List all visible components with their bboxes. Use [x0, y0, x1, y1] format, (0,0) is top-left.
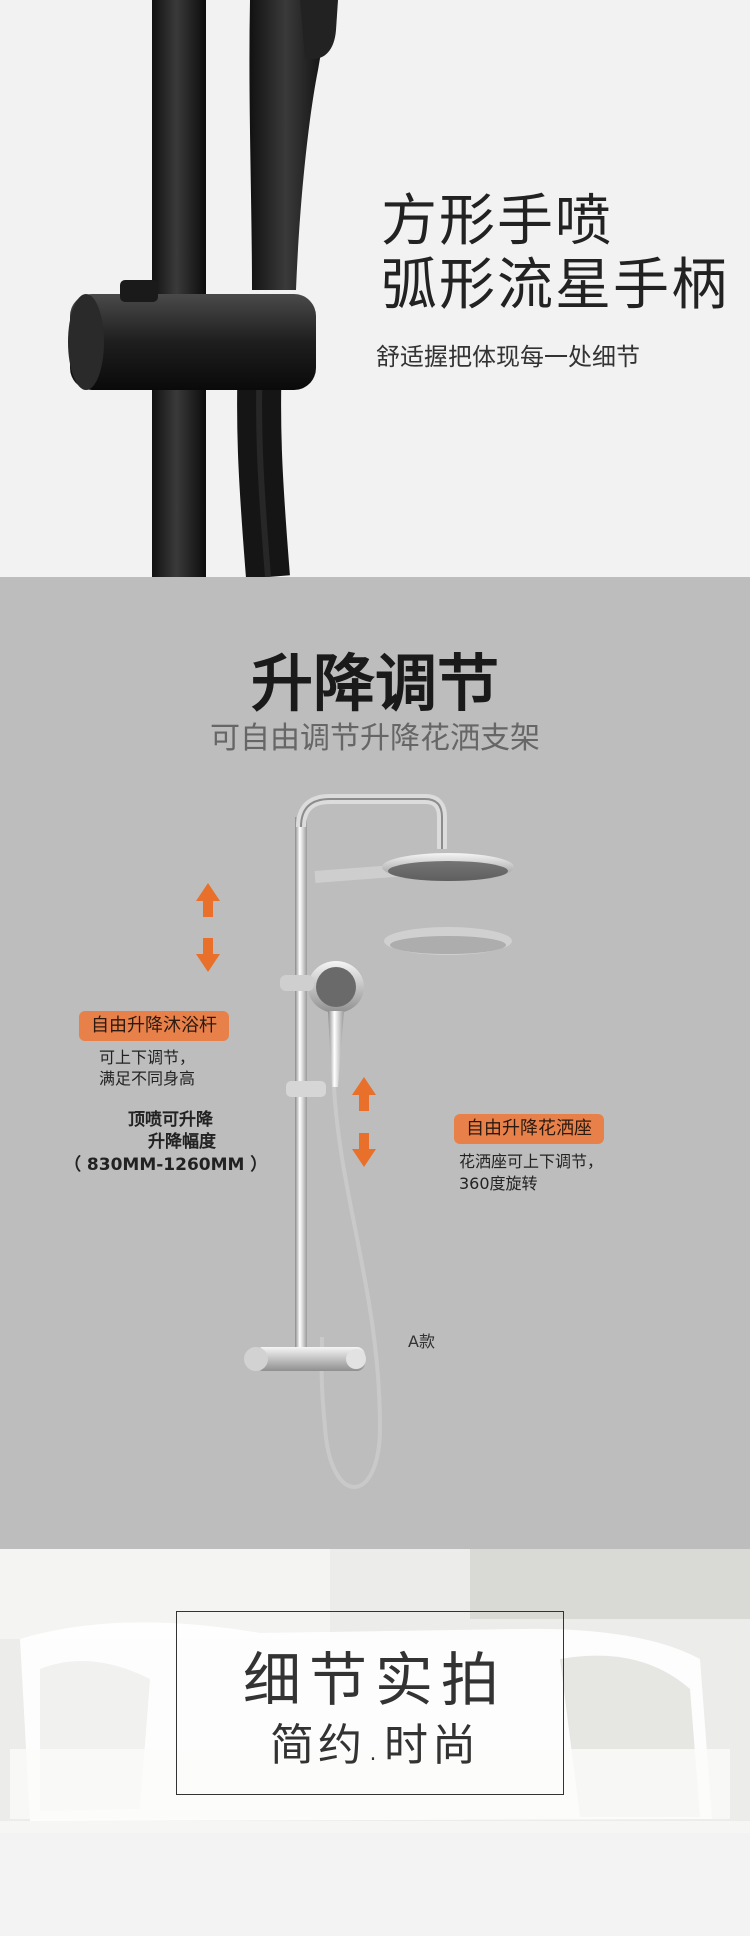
rod-desc-line2: 满足不同身高 — [99, 1069, 196, 1088]
rod-desc-line1: 可上下调节， — [99, 1048, 196, 1067]
detail-title-frame — [176, 1611, 564, 1795]
lift-subtitle: 可自由调节升降花洒支架 — [210, 721, 540, 756]
holder-desc-line2: 360度旋转 — [459, 1174, 538, 1193]
holder-tag: 自由升降花洒座 — [454, 1114, 604, 1144]
range-line2: 升降幅度 — [148, 1132, 216, 1152]
handheld-title-line1: 方形手喷 — [381, 189, 613, 254]
handheld-shower-section: 方形手喷 弧形流星手柄 舒适握把体现每一处细节 — [0, 0, 750, 577]
rod-tag: 自由升降沐浴杆 — [79, 1011, 229, 1041]
range-line3: （ 830MM-1260MM ） — [64, 1155, 268, 1175]
detail-photo-section: 细节实拍 简约.时尚 — [0, 1549, 750, 1833]
model-label: A款 — [408, 1332, 435, 1351]
detail-title: 细节实拍 — [242, 1646, 507, 1714]
lift-adjust-section: 升降调节 可自由调节升降花洒支架 自由升降沐浴杆 可上下调节， 满足不同身高 顶… — [0, 577, 750, 1549]
handheld-title-line2: 弧形流星手柄 — [381, 253, 729, 318]
lift-title: 升降调节 — [250, 647, 499, 720]
shower-rod-photo — [68, 0, 338, 577]
detail-subtitle: 简约.时尚 — [270, 1720, 480, 1771]
blank-footer — [0, 1833, 750, 1936]
range-line1: 顶喷可升降 — [128, 1110, 213, 1130]
sofa-background — [0, 1549, 750, 1833]
shower-set-illustration — [196, 794, 514, 1489]
handheld-subtitle: 舒适握把体现每一处细节 — [376, 343, 640, 371]
holder-desc-line1: 花洒座可上下调节， — [459, 1152, 604, 1171]
